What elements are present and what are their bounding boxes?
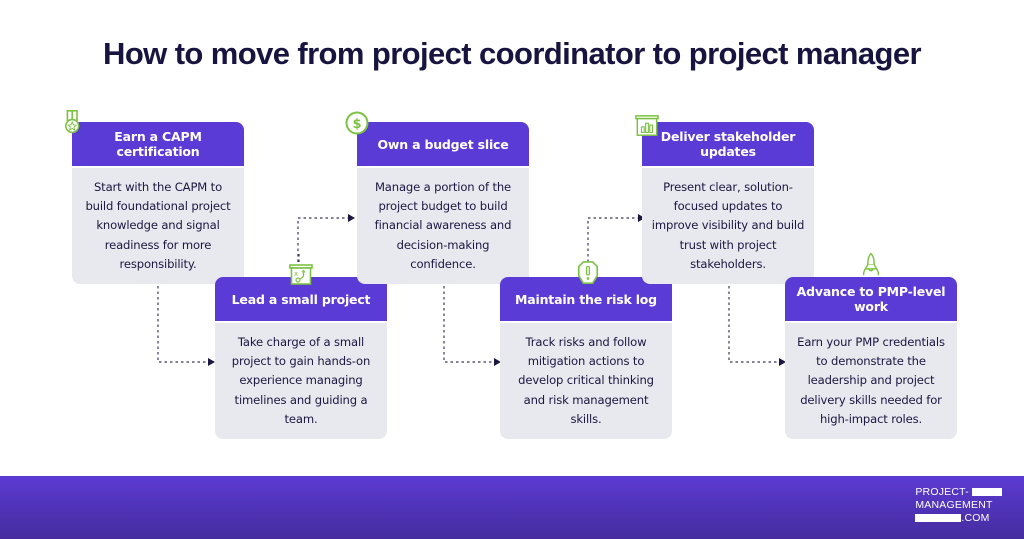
step-heading: Maintain the risk log	[500, 277, 672, 321]
step-heading: Deliver stakeholder updates	[642, 122, 814, 166]
logo-line-1: PROJECT-	[915, 486, 969, 498]
svg-text:x: x	[294, 270, 298, 278]
step-heading: Advance to PMP-level work	[785, 277, 957, 321]
step-heading: Own a budget slice	[357, 122, 529, 166]
step-heading: Earn a CAPM certification	[72, 122, 244, 166]
rocket-icon	[862, 252, 880, 276]
connector-3-to-4	[443, 286, 501, 366]
shield-alert-icon	[577, 261, 599, 284]
connector-5-to-6	[728, 286, 786, 366]
step-description: Manage a portion of the project budget t…	[357, 168, 529, 284]
step-card-2: Lead a small project Take charge of a sm…	[215, 277, 387, 439]
page-title: How to move from project coordinator to …	[103, 36, 921, 71]
connector-1-to-2	[157, 286, 215, 366]
step-card-3: Own a budget slice Manage a portion of t…	[357, 122, 529, 284]
logo-line-3: .COM	[961, 512, 990, 524]
step-card-6: Advance to PMP-level work Earn your PMP …	[785, 277, 957, 439]
svg-text:$: $	[352, 117, 361, 132]
connector-4-to-5	[587, 214, 645, 262]
step-card-5: Deliver stakeholder updates Present clea…	[642, 122, 814, 284]
step-description: Start with the CAPM to build foundationa…	[72, 168, 244, 284]
step-description: Present clear, solution-focused updates …	[642, 168, 814, 284]
step-description: Earn your PMP credentials to demonstrate…	[785, 323, 957, 439]
dollar-coin-icon: $	[345, 111, 369, 135]
connector-2-to-3	[297, 214, 355, 262]
step-card-1: Earn a CAPM certification Start with the…	[72, 122, 244, 284]
medal-icon	[65, 110, 80, 134]
bar-chart-board-icon	[635, 115, 659, 136]
strategy-board-icon: x	[289, 264, 313, 285]
brand-logo: PROJECT- MANAGEMENT .COM	[915, 486, 1002, 525]
connector-tick	[298, 254, 300, 264]
step-description: Take charge of a small project to gain h…	[215, 323, 387, 439]
step-card-4: Maintain the risk log Track risks and fo…	[500, 277, 672, 439]
logo-line-2: MANAGEMENT	[915, 499, 993, 511]
step-description: Track risks and follow mitigation action…	[500, 323, 672, 439]
footer-banner: PROJECT- MANAGEMENT .COM	[0, 476, 1024, 539]
